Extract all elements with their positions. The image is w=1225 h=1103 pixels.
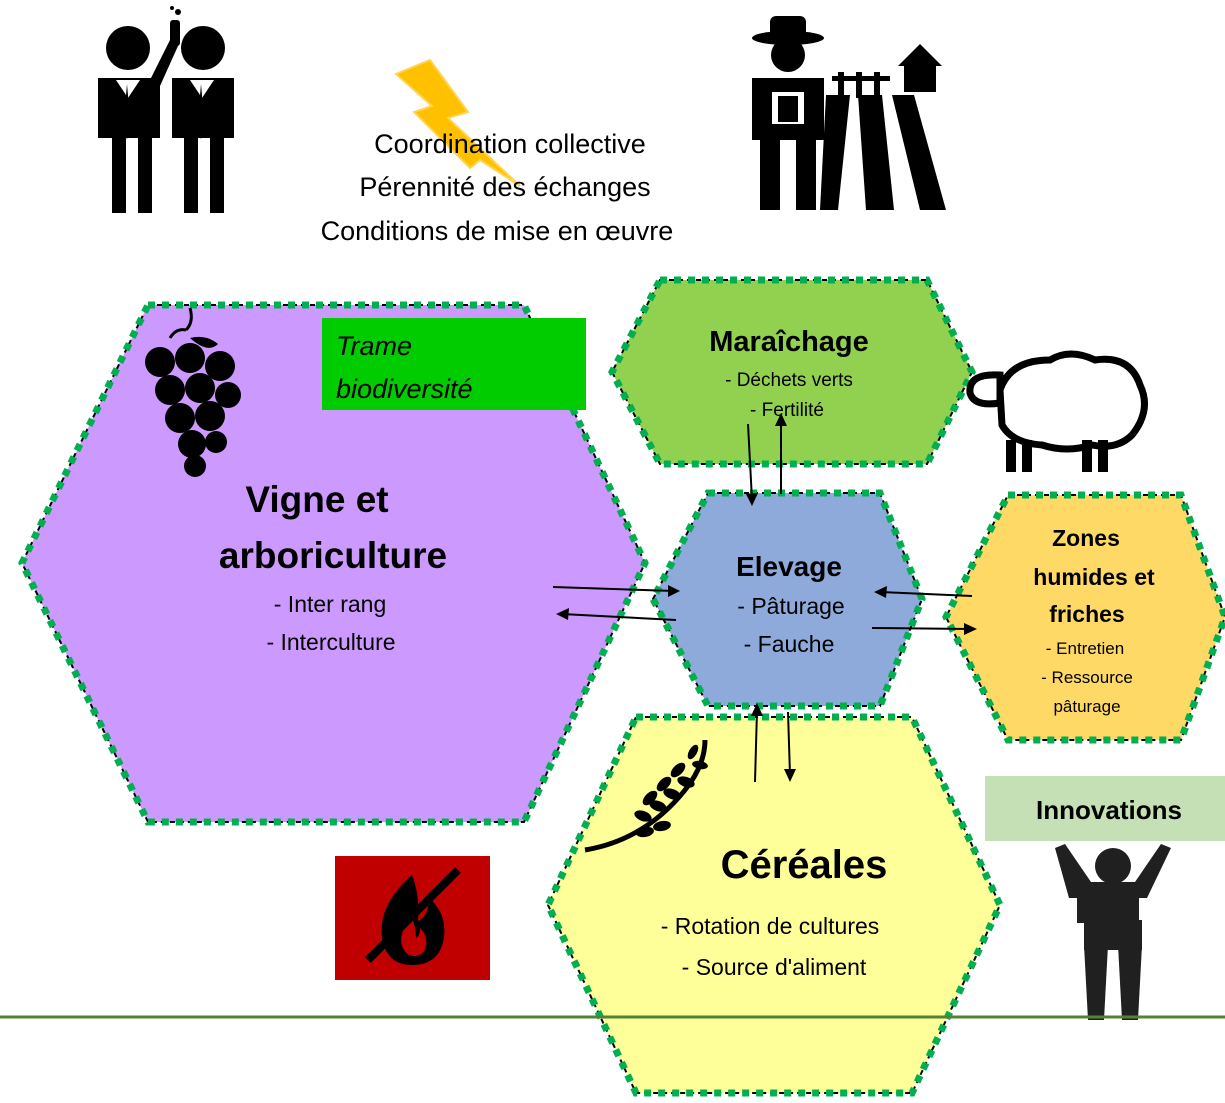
arrow-cereales-to-elevage (754, 709, 758, 783)
trame-biodiversite-box: Trame biodiversité (322, 318, 586, 410)
cereales-title: Céréales (721, 843, 888, 887)
innovations-label: Innovations (985, 776, 1225, 841)
arrow-elevage-to-zones (871, 627, 971, 630)
zones-item-3: pâturage (1053, 697, 1120, 716)
header-text: Coordination collective Pérennité des éc… (321, 129, 674, 246)
vigne-title-2: arboriculture (219, 535, 447, 576)
hex-cereales: Céréales - Rotation de cultures - Source… (544, 713, 1004, 1097)
person-arms-up-icon (1055, 844, 1171, 1020)
scientists-icon (98, 6, 234, 213)
arrow-vigne-to-elevage (552, 586, 676, 592)
cereales-item-2: - Source d'aliment (682, 954, 867, 980)
arrow-elevage-to-cereales (787, 711, 791, 776)
zones-item-2: - Ressource (1041, 668, 1133, 687)
arrows (552, 413, 977, 783)
hex-maraichage: Maraîchage - Déchets verts - Fertilité (608, 276, 976, 468)
lightning-icon (394, 58, 521, 187)
arrow-maraichage-to-elevage (747, 423, 753, 501)
zones-item-1: - Entretien (1046, 639, 1124, 658)
maraichage-item-1: - Déchets verts (725, 370, 853, 391)
elevage-item-1: - Pâturage (737, 593, 844, 619)
arrow-zones-to-elevage (879, 591, 973, 597)
vigne-item-2: - Interculture (266, 629, 395, 655)
arrow-elevage-to-vigne (561, 613, 677, 621)
farmer-icon (752, 16, 946, 210)
elevage-title: Elevage (736, 551, 842, 582)
no-fire-icon (335, 856, 490, 980)
hex-elevage: Elevage - Pâturage - Fauche (649, 489, 926, 710)
trame-line-2: biodiversité (336, 374, 473, 404)
cereales-item-1: - Rotation de cultures (661, 913, 880, 939)
innovations-text: Innovations (1036, 795, 1182, 825)
hex-vigne (18, 301, 649, 826)
maraichage-title: Maraîchage (709, 326, 869, 358)
header-line-3: Conditions de mise en œuvre (321, 216, 674, 246)
maraichage-item-2: - Fertilité (750, 400, 824, 421)
trame-line-1: Trame (336, 331, 412, 361)
header-line-2: Pérennité des échanges (359, 172, 650, 202)
vigne-text: Vigne et arboriculture - Inter rang - In… (219, 479, 447, 655)
zones-title-2: humides et (1033, 564, 1155, 590)
sheep-icon (966, 350, 1148, 472)
vigne-item-1: - Inter rang (274, 591, 387, 617)
elevage-item-2: - Fauche (744, 631, 835, 657)
hex-zones: Zones humides et friches - Entretien - R… (942, 491, 1225, 744)
header-line-1: Coordination collective (374, 129, 646, 159)
zones-title-1: Zones (1052, 525, 1120, 551)
grapes-icon (145, 307, 241, 477)
wheat-icon (584, 739, 708, 853)
vigne-title-1: Vigne et (245, 479, 388, 520)
zones-title-3: friches (1049, 601, 1124, 627)
